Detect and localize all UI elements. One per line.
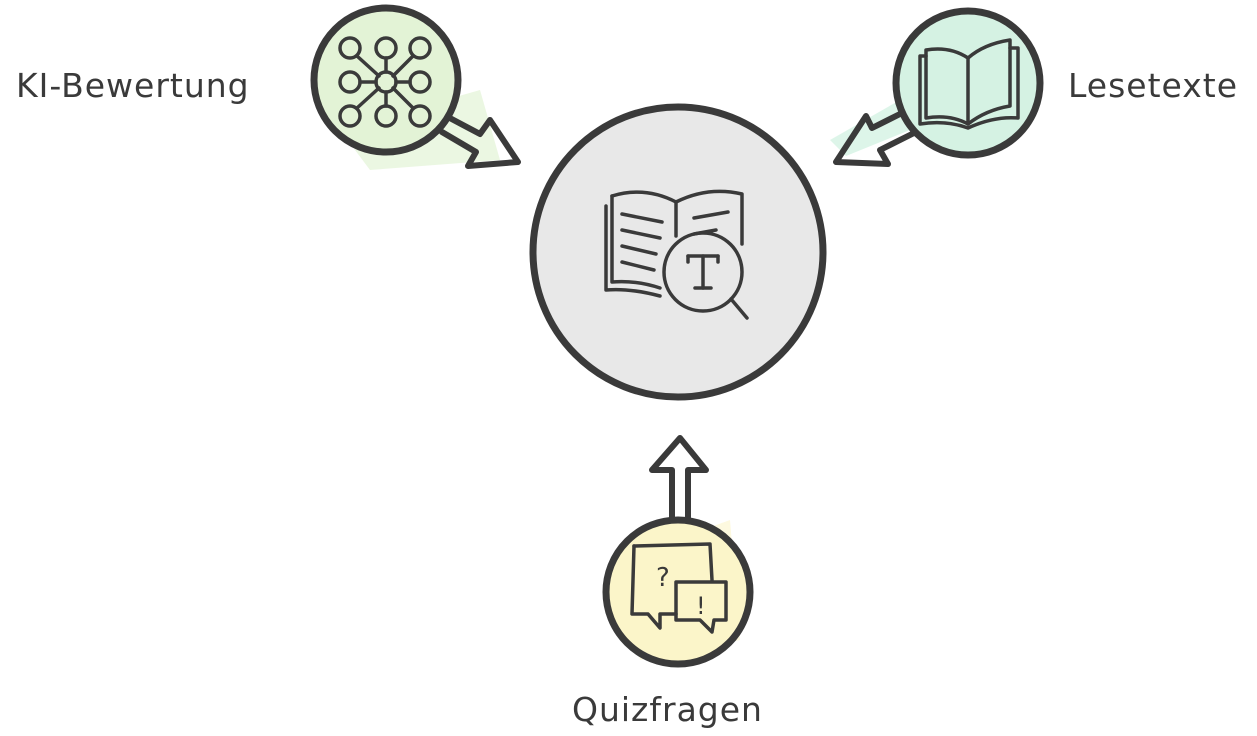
quizfragen-label: Quizfragen [572, 690, 763, 729]
ki-bewertung-circle [310, 4, 462, 156]
quizfragen-circle [602, 516, 754, 668]
ki-bewertung-label: KI-Bewertung [16, 66, 250, 105]
exclaim-glyph: ! [696, 592, 706, 620]
book-magnifier-icon [604, 189, 749, 320]
speech-bubbles-icon [630, 542, 728, 634]
arrow-ki-to-center [439, 113, 521, 169]
quizfragen-node: ? ! [602, 435, 754, 668]
ki-bewertung-node [310, 4, 521, 170]
lesetexte-node [830, 7, 1044, 167]
question-glyph: ? [656, 563, 670, 593]
center-circle [529, 103, 827, 401]
open-book-icon [918, 38, 1020, 130]
center-node [529, 103, 827, 401]
network-nodes-icon [338, 36, 432, 128]
arrow-quiz-to-center [649, 435, 709, 525]
arrow-lesetexte-to-center [833, 107, 919, 167]
lesetexte-label: Lesetexte [1068, 66, 1239, 105]
